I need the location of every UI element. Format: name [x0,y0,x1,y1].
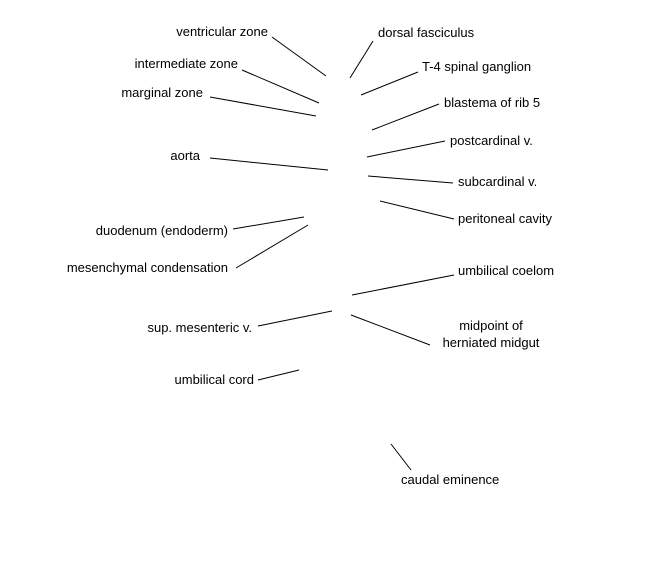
leader-marginal-zone [209,96,317,117]
label-duodenum: duodenum (endoderm) [95,223,228,238]
label-midpoint-herniated-midgut: midpoint of herniated midgut [436,318,546,350]
label-umbilical-cord: umbilical cord [174,372,254,387]
leader-sup-mesenteric [257,310,333,327]
leader-subcardinal [367,175,454,184]
leader-mesenchymal-condensation [235,224,309,269]
leader-ventricular-zone [271,36,327,77]
label-peritoneal-cavity: peritoneal cavity [458,211,552,226]
leader-blastema-rib5 [371,103,440,131]
leader-peritoneal-cavity [379,200,455,220]
label-dorsal-fasciculus: dorsal fasciculus [378,25,475,40]
label-blastema-rib5: blastema of rib 5 [444,95,541,110]
label-aorta: aorta [170,148,200,163]
leader-umbilical-coelom [351,274,455,296]
label-t4-ganglion: T-4 spinal ganglion [422,59,532,74]
label-umbilical-coelom: umbilical coelom [458,263,555,278]
label-postcardinal: postcardinal v. [450,133,533,148]
label-midpoint-line2: herniated midgut [442,335,540,350]
leader-caudal-eminence [390,443,412,471]
leader-aorta [209,157,329,171]
leader-intermediate-zone [241,69,320,104]
leader-duodenum [232,216,305,230]
label-marginal-zone: marginal zone [121,85,203,100]
leader-t4-ganglion [360,71,419,96]
label-midpoint-line1: midpoint of [459,318,523,333]
leader-dorsal-fasciculus [349,40,374,79]
leader-midpoint [350,314,431,346]
label-sup-mesenteric: sup. mesenteric v. [147,320,252,335]
leader-postcardinal [366,140,446,158]
label-caudal-eminence: caudal eminence [401,472,500,487]
label-subcardinal: subcardinal v. [458,174,538,189]
leader-umbilical-cord [257,369,300,381]
label-mesenchymal-condensation: mesenchymal condensation [66,260,228,275]
label-ventricular-zone: ventricular zone [176,24,268,39]
label-intermediate-zone: intermediate zone [134,56,238,71]
